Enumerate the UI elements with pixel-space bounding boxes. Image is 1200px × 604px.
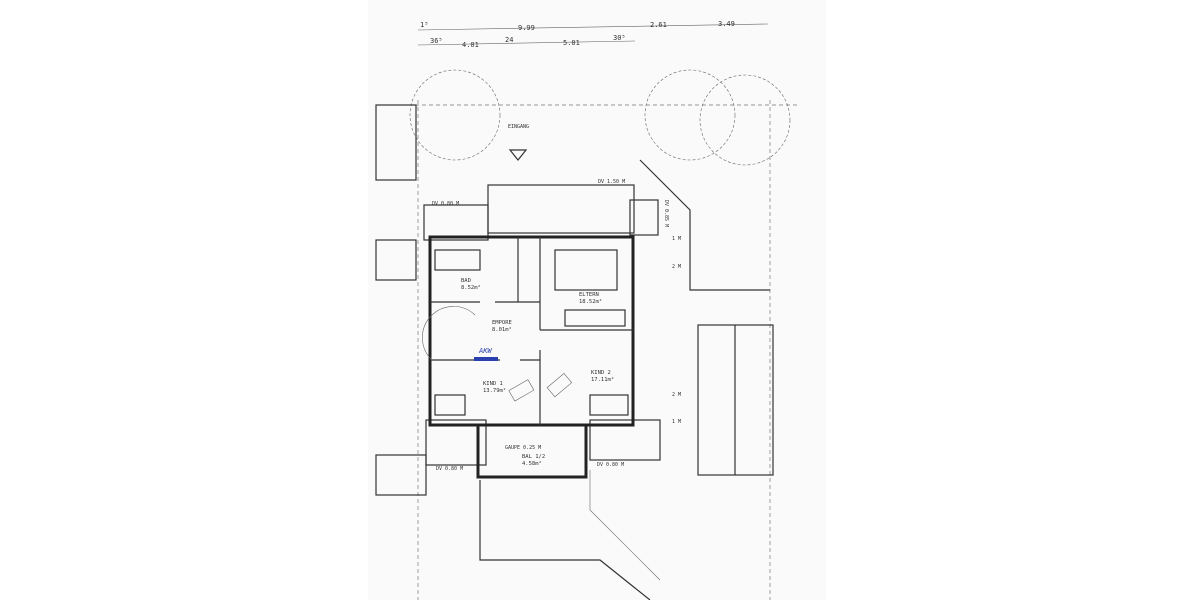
bed-kind-1 bbox=[434, 394, 466, 416]
bathtub bbox=[434, 249, 481, 271]
room-area-balcony: 4.58m² bbox=[522, 460, 542, 467]
floor-plan-drawing: 1⁵ 9.99 2.61 3.49 36⁵ 4.01 24 5.01 30⁵ E… bbox=[375, 20, 800, 601]
height-2m-top: 2 M bbox=[672, 264, 681, 270]
dimension-lines: 1⁵ 9.99 2.61 3.49 36⁵ 4.01 24 5.01 30⁵ bbox=[417, 20, 769, 49]
handwritten-mark bbox=[474, 357, 498, 361]
entrance-arrow-icon bbox=[508, 149, 528, 161]
exterior-steps bbox=[375, 104, 427, 496]
room-name-kind-1: KIND 1 bbox=[483, 381, 503, 387]
handwritten-note: AKW bbox=[478, 347, 492, 355]
spiral-stair bbox=[422, 306, 476, 361]
dim-2-61: 2.61 bbox=[650, 21, 667, 29]
desk-kind-1 bbox=[508, 379, 535, 402]
room-name-eltern: ELTERN bbox=[579, 292, 599, 298]
room-area-bad: 8.52m² bbox=[461, 284, 481, 291]
height-1m-top: 1 M bbox=[672, 236, 681, 242]
dim-9-99: 9.99 bbox=[518, 24, 535, 32]
gaupe-label: GAUPE 0.25 M bbox=[505, 445, 541, 451]
room-area-eltern: 18.52m² bbox=[579, 298, 602, 305]
tree-icon bbox=[409, 69, 791, 166]
floor-plan-sheet: 1⁵ 9.99 2.61 3.49 36⁵ 4.01 24 5.01 30⁵ E… bbox=[368, 0, 826, 601]
room-area-kind-2: 17.11m² bbox=[591, 376, 614, 383]
double-bed bbox=[554, 249, 618, 291]
room-name-empore: EMPORE bbox=[492, 320, 512, 326]
dv-right-bottom: DV 0.80 M bbox=[597, 462, 624, 468]
height-1m-bottom: 1 M bbox=[672, 419, 681, 425]
room-name-bad: BAD bbox=[461, 278, 471, 284]
desk-kind-2 bbox=[546, 373, 573, 398]
wardrobe bbox=[564, 309, 626, 327]
dim-1-5: 1⁵ bbox=[420, 21, 428, 29]
room-name-balcony: BAL 1/2 bbox=[522, 454, 545, 460]
dim-3-49: 3.49 bbox=[718, 20, 735, 28]
dim-30-5: 30⁵ bbox=[613, 34, 626, 42]
exterior-walls bbox=[428, 235, 635, 479]
bed-kind-2 bbox=[589, 394, 629, 416]
dv-left-bottom: DV 0.80 M bbox=[436, 466, 463, 472]
height-2m-bottom: 2 M bbox=[672, 392, 681, 398]
dim-36-5: 36⁵ bbox=[430, 37, 443, 45]
interior-walls bbox=[422, 237, 633, 425]
room-name-kind-2: KIND 2 bbox=[591, 370, 611, 376]
room-area-empore: 8.01m² bbox=[492, 326, 512, 333]
dv-left-top: DV 0.80 M bbox=[432, 201, 459, 207]
site-boundary bbox=[380, 100, 800, 601]
room-area-kind-1: 13.79m² bbox=[483, 387, 506, 394]
dim-24: 24 bbox=[505, 36, 513, 44]
entrance-label: EINGANG bbox=[508, 124, 529, 130]
dv-right-top: DV 0.85 M bbox=[663, 200, 669, 227]
roof-eaves bbox=[423, 184, 661, 466]
dv-center-top: DV 1.50 M bbox=[598, 179, 625, 185]
dim-5-01: 5.01 bbox=[563, 39, 580, 47]
dim-4-01: 4.01 bbox=[462, 41, 479, 49]
carport-roof bbox=[697, 324, 774, 476]
